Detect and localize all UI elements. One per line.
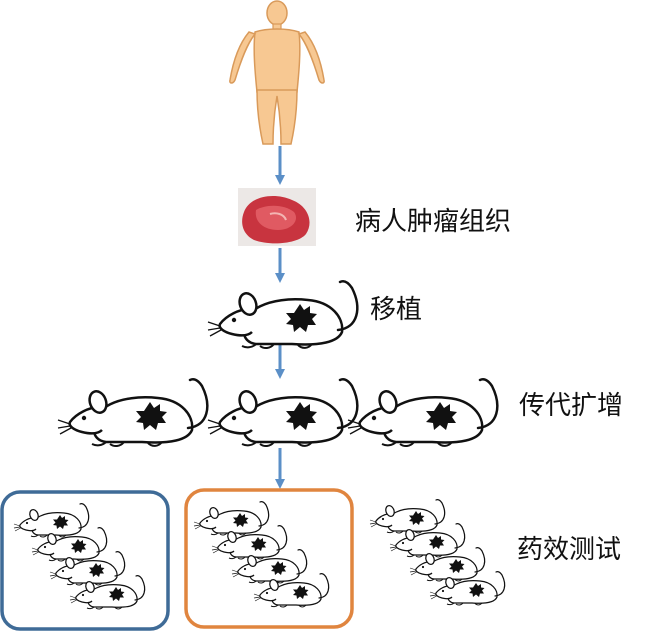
mouse-with-tumor-icon [346, 378, 499, 448]
treatment-group-box-blue [0, 490, 170, 631]
mouse-with-tumor-icon [206, 280, 359, 350]
label-transplant: 移植 [370, 295, 423, 325]
treatment-group-box-orange [184, 488, 354, 629]
tumor-tissue-icon [238, 188, 316, 246]
label-passage: 传代扩增 [519, 391, 624, 421]
human-body-icon [229, 0, 325, 145]
mouse-group-control [369, 499, 506, 606]
mouse-group-orange [193, 501, 330, 608]
label-tissue: 病人肿瘤组织 [355, 207, 512, 237]
label-efficacy: 药效测试 [517, 535, 622, 565]
mouse-group-blue [13, 503, 146, 610]
mouse-with-tumor-icon [206, 378, 359, 448]
mouse-with-tumor-icon [56, 378, 209, 448]
